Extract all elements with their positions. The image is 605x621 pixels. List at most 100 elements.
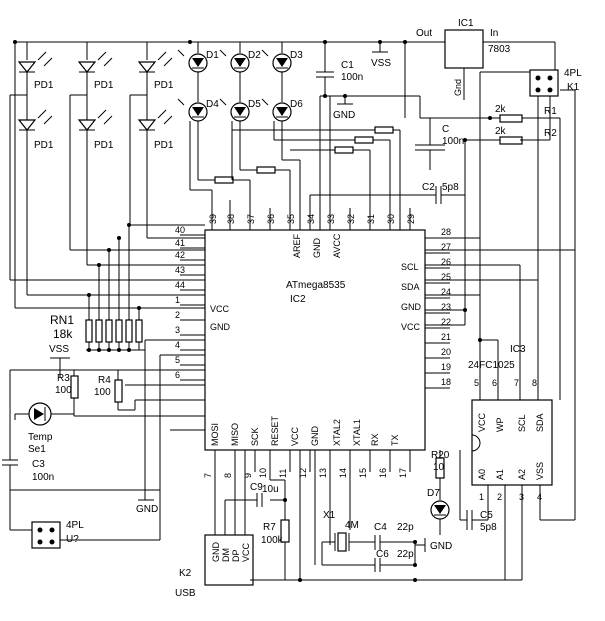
ic1-gnd: Gnd: [453, 79, 463, 96]
mcu-bottom-pin-8: 8: [223, 473, 233, 478]
vss-symbol-top: VSS: [371, 42, 391, 69]
eeprom-top-name-0: VCC: [477, 412, 487, 432]
c5-ref: C5: [480, 510, 493, 521]
mcu-top-pin-31: 31: [366, 214, 376, 224]
c2-ref: C2: [422, 182, 435, 193]
r2-ref: R2: [544, 128, 557, 139]
mcu-right-pin-21: 21: [441, 332, 451, 342]
mcu-bottom-name-5: GND: [310, 426, 320, 447]
usb-pin-dm: DM: [221, 548, 231, 562]
gnd-label-xtal: GND: [430, 541, 452, 552]
cap-c: C 100n: [415, 118, 464, 170]
mcu-right-pin-19: 19: [441, 362, 451, 372]
mcu-left-pin-4: 4: [175, 340, 180, 350]
mcu-bottom-name-0: MOSI: [210, 423, 220, 446]
eeprom-top-pin-2: 7: [514, 378, 519, 388]
r7-ref: R7: [263, 522, 276, 533]
eeprom-bot-name-1: A1: [495, 469, 505, 480]
mcu-left-name-gnd: GND: [210, 322, 231, 332]
led-label-d6: D6: [290, 99, 303, 110]
c-value: 100n: [442, 136, 464, 147]
k1-type: 4PL: [564, 68, 582, 79]
cap-c1: C1 100n: [316, 42, 363, 98]
led-label-d4: D4: [206, 99, 219, 110]
rn1-ref: RN1: [50, 313, 74, 327]
photodiode-array: PD1 PD1 PD1 PD1 PD1 PD1: [9, 42, 205, 296]
r1-ref: R1: [544, 106, 557, 117]
mcu-top-pin-29: 29: [406, 214, 416, 224]
mcu-left-pin-40: 40: [175, 225, 185, 235]
gnd-label-left: GND: [136, 504, 158, 515]
rn1-value: 18k: [53, 327, 73, 341]
mcu-right-name-3: VCC: [401, 322, 421, 332]
eeprom-top-name-3: SDA: [535, 413, 545, 432]
mcu-bottom-pin-14: 14: [338, 468, 348, 478]
usb-connector-k2: K2 USB GND DM DP VCC: [175, 450, 254, 599]
connector-u: 4PL U?: [10, 520, 160, 549]
mcu-bottom-name-1: MISO: [230, 423, 240, 446]
eeprom-top-pin-1: 6: [492, 378, 497, 388]
mcu-bottom-name-3: RESET: [270, 415, 280, 446]
usb-pin-gnd: GND: [211, 542, 221, 563]
ic1-out: Out: [416, 28, 432, 39]
mcu-left-pin-3: 3: [175, 325, 180, 335]
mcu-left-pin-44: 44: [175, 280, 185, 290]
mcu-top-pin-38: 38: [226, 214, 236, 224]
x1-ref: X1: [323, 510, 336, 521]
reset-section: C9 10u R7 100k: [225, 450, 522, 582]
mcu-bottom-pin-15: 15: [358, 468, 368, 478]
mcu-left-name-vcc: VCC: [210, 304, 230, 314]
mcu-top-name-1: GND: [312, 238, 322, 259]
pd-label-4: PD1: [34, 140, 54, 151]
led-label-d5: D5: [248, 99, 261, 110]
mcu-right-name-0: SCL: [401, 262, 419, 272]
mcu-ic2: ATmega8535 IC2: [204, 229, 426, 451]
mcu-left-pin-6: 6: [175, 370, 180, 380]
c-ref: C: [442, 124, 449, 135]
mcu-left-pin-43: 43: [175, 265, 185, 275]
mcu-top-pin-34: 34: [306, 214, 316, 224]
ic1-part: 7803: [488, 44, 511, 55]
c4-value: 22p: [397, 522, 414, 533]
mcu-bottom-name-8: RX: [370, 433, 380, 446]
mcu-top-name-0: AREF: [292, 233, 302, 258]
usb-pin-vcc: VCC: [241, 542, 251, 562]
mcu-right-pin-20: 20: [441, 347, 451, 357]
mcu-bottom-name-2: SCK: [250, 427, 260, 446]
usb-label: USB: [175, 588, 196, 599]
mcu-right-pin-28: 28: [441, 227, 451, 237]
gnd-label-top: GND: [333, 110, 355, 121]
mcu-ref: IC2: [290, 294, 306, 305]
led-array: D1 D2 D3 D4 D5 D6: [177, 42, 401, 230]
r20-ref: R20: [431, 450, 450, 461]
mcu-bottom-pin-7: 7: [203, 473, 213, 478]
connector-k1: 4PL K1: [479, 68, 582, 521]
r4-ref: R4: [98, 375, 111, 386]
mcu-right-pin-26: 26: [441, 257, 451, 267]
mcu-right-name-2: GND: [401, 302, 422, 312]
crystal-section: X1 4M C4 22p C6 22p GND: [321, 450, 452, 572]
pd-label-3: PD1: [154, 80, 174, 91]
c6-value: 22p: [397, 549, 414, 560]
pd-label-2: PD1: [94, 80, 114, 91]
mcu-top-pin-39: 39: [208, 214, 218, 224]
c9-ref: C9: [250, 482, 263, 493]
mcu-bottom-pin-16: 16: [378, 468, 388, 478]
c1-value: 100n: [341, 72, 363, 83]
gnd-symbol-top: GND: [333, 94, 355, 121]
r4-value: 100: [94, 387, 111, 398]
mcu-top-pin-30: 30: [386, 214, 396, 224]
mcu-top-pin-32: 32: [346, 214, 356, 224]
eeprom-ic3: IC3 24FC1025: [468, 344, 553, 486]
mcu-right-pin-25: 25: [441, 272, 451, 282]
c3-ref: C3: [32, 459, 45, 470]
mcu-top-pin-36: 36: [266, 214, 276, 224]
mcu-top-pin-33: 33: [326, 214, 336, 224]
r2-value: 2k: [495, 126, 507, 137]
mcu-bottom-name-4: VCC: [290, 426, 300, 446]
ic3-ref: IC3: [510, 344, 526, 355]
temp-ref: Se1: [28, 444, 46, 455]
r1-value: 2k: [495, 104, 507, 115]
